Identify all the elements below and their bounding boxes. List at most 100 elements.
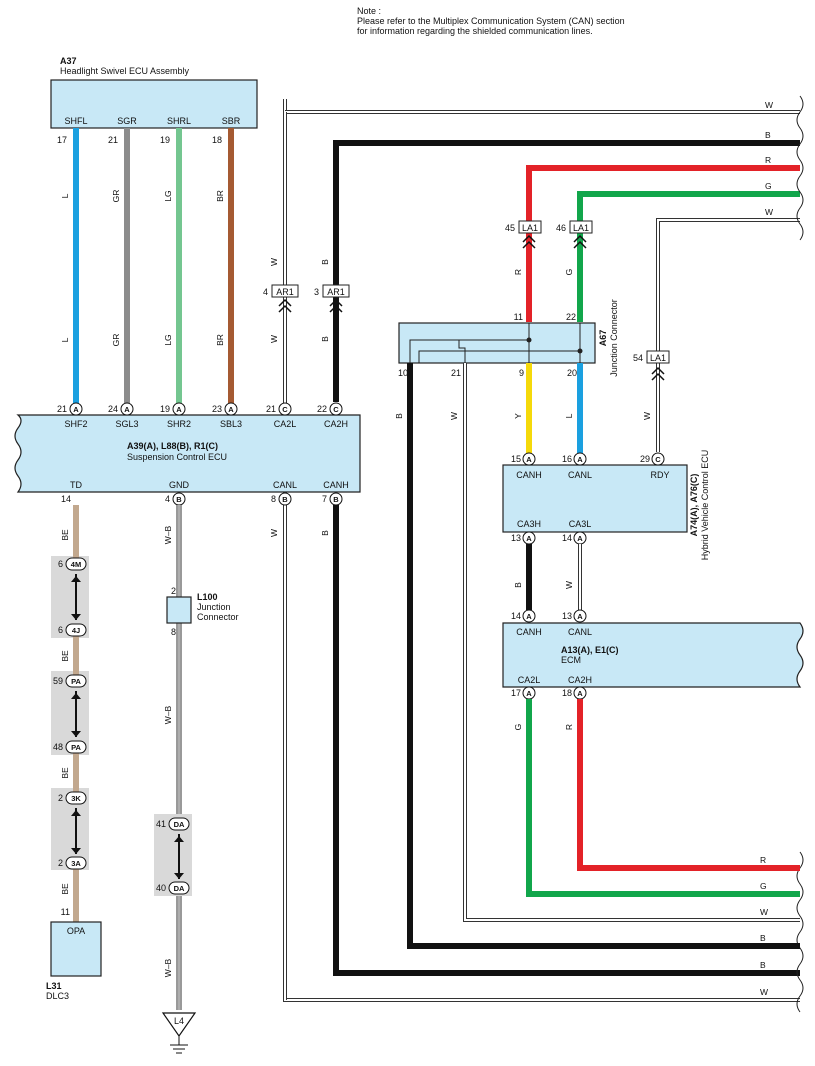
a67-pin-9: 9 [519, 368, 524, 378]
wire-label-w1: W [765, 100, 773, 110]
wire-label-r1: R [765, 155, 771, 165]
a74-rdy-label: RDY [650, 470, 669, 480]
la1-45-pin: 45 [505, 223, 515, 233]
conn-pa-top-pin: 59 [53, 676, 63, 686]
wire-label-g1: G [765, 181, 772, 191]
a39-pin-circle-7b [329, 492, 343, 506]
conn-3a-pin: 2 [58, 858, 63, 868]
conn-4m-label: 4M [71, 560, 81, 569]
a39-top-pin-2-num: 24 [108, 404, 118, 414]
a39-pin-circle-19 [172, 402, 186, 416]
la1-45-label: LA1 [522, 223, 538, 233]
ar1-3-label: AR1 [327, 287, 345, 297]
note-line-2: for information regarding the shielded c… [357, 26, 593, 36]
a39-bottom-pins: TD 14 GND B 4 CANL B 8 CANH B 7 [61, 480, 349, 506]
a37-pin-num-1: 17 [57, 135, 67, 145]
a37-pin-label-1: SHFL [64, 116, 87, 126]
a37-pin-num-3: 19 [160, 135, 170, 145]
wire-color-b-ar1-bottom: B [320, 336, 330, 342]
wire-r-ca2h [577, 699, 800, 871]
wire-w-rdy [656, 218, 800, 452]
connector-4m-4j: 4M 6 4J 6 [58, 557, 87, 637]
wire-b-ca2h [333, 140, 800, 402]
wire-color-l-a67: L [564, 413, 574, 418]
right-edge-break-top [796, 95, 804, 241]
a67-code: A67 [598, 330, 608, 347]
la1-54-pin: 54 [633, 353, 643, 363]
wire-color-g-ca2l: G [513, 724, 523, 731]
a67-pin-22: 22 [566, 312, 576, 322]
a74-name: Hybrid Vehicle Control ECU [700, 450, 710, 561]
wire-color-wb-1: W–B [163, 525, 173, 544]
a37-pin-num-2: 21 [108, 135, 118, 145]
a74-pin-13-conn: A [526, 534, 532, 543]
a39-pin-circle-22c [329, 402, 343, 416]
a13-pin-13-num: 13 [562, 611, 572, 621]
a67-pin-11: 11 [514, 312, 523, 322]
a39-top-pin-5-conn: C [282, 405, 288, 414]
wire-color-b-canh: B [320, 530, 330, 536]
wire-color-w-la1-54: W [642, 412, 652, 420]
conn-4j-pin: 6 [58, 625, 63, 635]
wire-label-b1: B [765, 130, 771, 140]
a39-bottom-pin-3-num: 8 [271, 494, 276, 504]
wire-color-b-ar1-top: B [320, 259, 330, 265]
conn-pa-bottom-pin: 48 [53, 742, 63, 752]
a74-ca3l-label: CA3L [569, 519, 592, 529]
wire-w-ca2l-outer [283, 99, 800, 1002]
l4-ground-triangle [161, 1012, 197, 1038]
a74-pin-circle-29 [651, 452, 665, 466]
ar1-3-pin: 3 [314, 287, 319, 297]
la1-connector-45 [518, 220, 542, 234]
wire-color-wb-2: W–B [163, 705, 173, 724]
a39-pin-circle-21 [69, 402, 83, 416]
a39-code: A39(A), L88(B), R1(C) [127, 441, 218, 451]
a37-pin-label-2: SGR [117, 116, 137, 126]
l31-opa-label: OPA [67, 926, 85, 936]
a37-code: A37 [60, 56, 77, 66]
a13-pin-circle-14 [522, 609, 536, 623]
a74-pin-16-conn: A [577, 455, 583, 464]
la1-connector-46 [569, 220, 593, 234]
l100-name-1: Junction [197, 602, 231, 612]
wire-label-g2: G [760, 881, 767, 891]
a74-pin-13-num: 13 [511, 533, 521, 543]
a67-pin-10: 10 [398, 368, 408, 378]
a39-bottom-pin-4-name: CANH [323, 480, 349, 490]
a39-bottom-pin-2-conn: B [176, 495, 182, 504]
a39-bottom-pin-3-conn: B [282, 495, 288, 504]
wire-b-canh-bottom [333, 505, 800, 976]
a39-top-pin-1-conn: A [73, 405, 79, 414]
a37-pin-label-3: SHRL [167, 116, 191, 126]
a74-pin-16-num: 16 [562, 454, 572, 464]
a74-pin-29-conn: C [655, 455, 661, 464]
a13-canh-label: CANH [516, 627, 542, 637]
wire-color-b-a67: B [394, 413, 404, 419]
a39-top-pin-6-name: CA2H [324, 419, 348, 429]
la1-46-pin: 46 [556, 223, 566, 233]
wire-label-r2: R [760, 855, 766, 865]
l100-pin-out: 8 [171, 627, 176, 637]
la1-54-label: LA1 [650, 353, 666, 363]
note-heading: Note : [357, 6, 381, 16]
a39-bottom-pin-2-num: 4 [165, 494, 170, 504]
a13-ca2l-label: CA2L [518, 675, 541, 685]
a13-pin-13-conn: A [577, 612, 583, 621]
a67-name: Junction Connector [609, 299, 619, 377]
a74-pin-15-conn: A [526, 455, 532, 464]
a39-bottom-pin-4-num: 7 [322, 494, 327, 504]
wire-color-w-a67: W [449, 412, 459, 420]
conn-4j-label: 4J [72, 626, 80, 635]
l31-code: L31 [46, 981, 62, 991]
wire-label-w2: W [765, 207, 773, 217]
a67-pin-20: 20 [567, 368, 577, 378]
a39-top-pin-1-num: 21 [57, 404, 67, 414]
a13-code: A13(A), E1(C) [561, 645, 619, 655]
a39-name: Suspension Control ECU [127, 452, 227, 462]
wire-label-b2: B [760, 933, 766, 943]
a13-canl-label: CANL [568, 627, 592, 637]
a74-pin-15-num: 15 [511, 454, 521, 464]
a37-name: Headlight Swivel ECU Assembly [60, 66, 190, 76]
